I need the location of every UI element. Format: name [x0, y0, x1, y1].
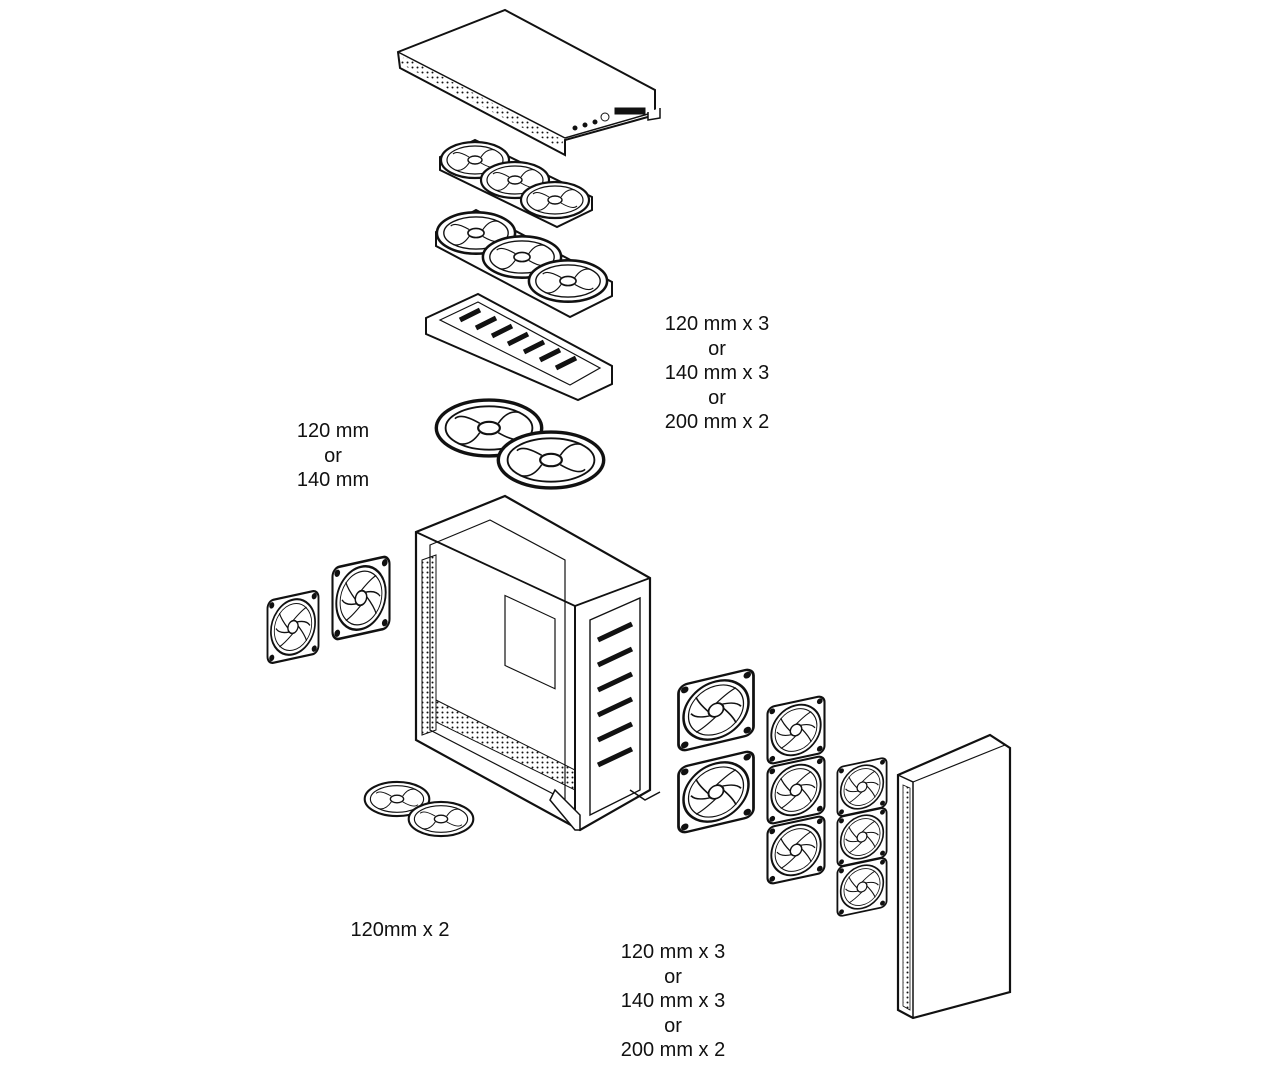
rear-fan-options-label: 120 mm or 140 mm — [273, 419, 393, 493]
bottom-fan-options-label: 120mm x 2 — [330, 918, 470, 943]
top-fan-200 — [434, 398, 606, 490]
rear-fans — [266, 554, 391, 666]
rear-fan-option-2: 140 mm — [296, 469, 370, 491]
front-fans-200 — [677, 666, 755, 836]
top-fan-options-label: 120 mm x 3 or 140 mm x 3 or 200 mm x 2 — [642, 312, 792, 435]
top-cover-panel — [396, 8, 661, 157]
front-fan-option-2: 140 mm x 3 — [620, 990, 726, 1012]
front-fan-or-1: or — [664, 965, 682, 988]
top-fan-row-120 — [439, 138, 593, 229]
top-fan-option-1: 120 mm x 3 — [664, 313, 770, 335]
rear-fan-option-1: 120 mm — [296, 420, 370, 442]
bottom-fan-option: 120mm x 2 — [350, 919, 450, 941]
front-fan-options-label: 120 mm x 3 or 140 mm x 3 or 200 mm x 2 — [598, 940, 748, 1063]
front-fan-or-2: or — [664, 1014, 682, 1037]
rear-fan-or: or — [324, 444, 342, 467]
top-fan-bracket — [425, 292, 613, 402]
top-fan-or-2: or — [708, 386, 726, 409]
front-fan-option-1: 120 mm x 3 — [620, 941, 726, 963]
front-fans-120 — [836, 756, 888, 918]
front-fans-140 — [766, 694, 826, 886]
front-fan-option-3: 200 mm x 2 — [620, 1039, 726, 1061]
top-fan-option-3: 200 mm x 2 — [664, 411, 770, 433]
top-fan-row-140 — [435, 208, 613, 319]
top-fan-or-1: or — [708, 337, 726, 360]
front-panel — [896, 733, 1012, 1020]
top-fan-option-2: 140 mm x 3 — [664, 362, 770, 384]
bottom-fans — [363, 780, 475, 838]
chassis — [414, 494, 661, 832]
